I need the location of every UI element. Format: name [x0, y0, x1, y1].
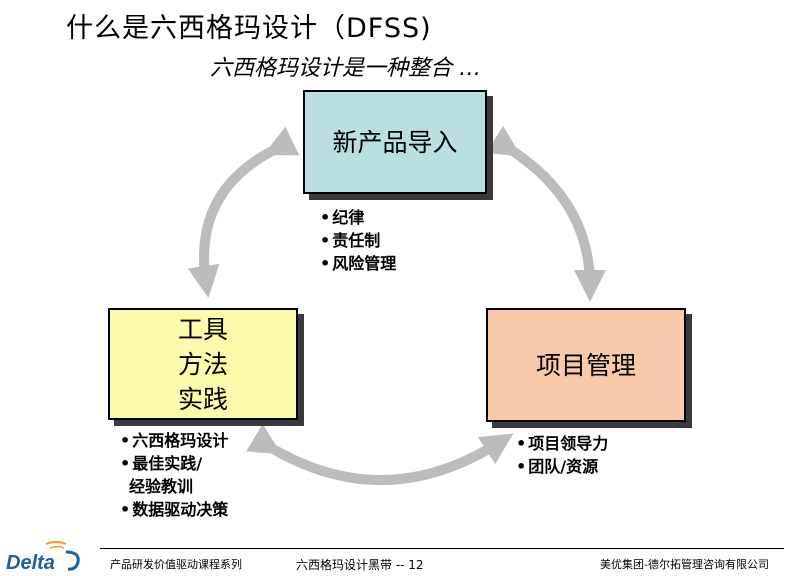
delta-logo: Delta: [6, 541, 80, 574]
list-item: 最佳实践/: [120, 452, 228, 475]
delta-logo-text: Delta: [6, 552, 55, 574]
page-subtitle: 六西格玛设计是一种整合 …: [210, 56, 481, 81]
box-tools-methods-practices: 工具 方法 实践: [108, 308, 298, 420]
box-tools-line-3: 实践: [177, 384, 228, 414]
list-item: 数据驱动决策: [120, 498, 228, 521]
box-project-management-label: 项目管理: [535, 350, 636, 380]
footer-page-label: 六西格玛设计黑带 -- 12: [296, 558, 424, 572]
box-tools-line-2: 方法: [177, 349, 228, 379]
list-item: 项目领导力: [516, 432, 608, 455]
footer-company: 美优集团-德尔拓管理咨询有限公司: [600, 558, 769, 571]
list-item: 风险管理: [320, 252, 396, 275]
box-tools-line-1: 工具: [177, 314, 228, 344]
list-item: 六西格玛设计: [120, 429, 228, 452]
right-bullet-list: 项目领导力 团队/资源: [516, 432, 608, 478]
arrow-top-right: [485, 125, 606, 302]
arrow-top-left: [187, 126, 300, 298]
box-new-product-intro-label: 新产品导入: [332, 127, 458, 157]
top-bullet-list: 纪律 责任制 风险管理: [320, 206, 396, 275]
box-project-management: 项目管理: [486, 308, 686, 422]
list-item: 纪律: [320, 206, 396, 229]
footer-course: 产品研发价值驱动课程系列: [110, 558, 242, 571]
list-item: 责任制: [320, 229, 396, 252]
list-item-continuation: 经验教训: [129, 477, 194, 496]
list-item: 团队/资源: [516, 455, 608, 478]
page-title: 什么是六西格玛设计（DFSS): [66, 13, 432, 44]
left-bullet-list: 六西格玛设计 最佳实践/ 经验教训 数据驱动决策: [120, 429, 228, 521]
arrow-bottom: [246, 424, 514, 485]
footer-divider: [100, 548, 784, 549]
box-new-product-intro: 新产品导入: [303, 90, 487, 194]
